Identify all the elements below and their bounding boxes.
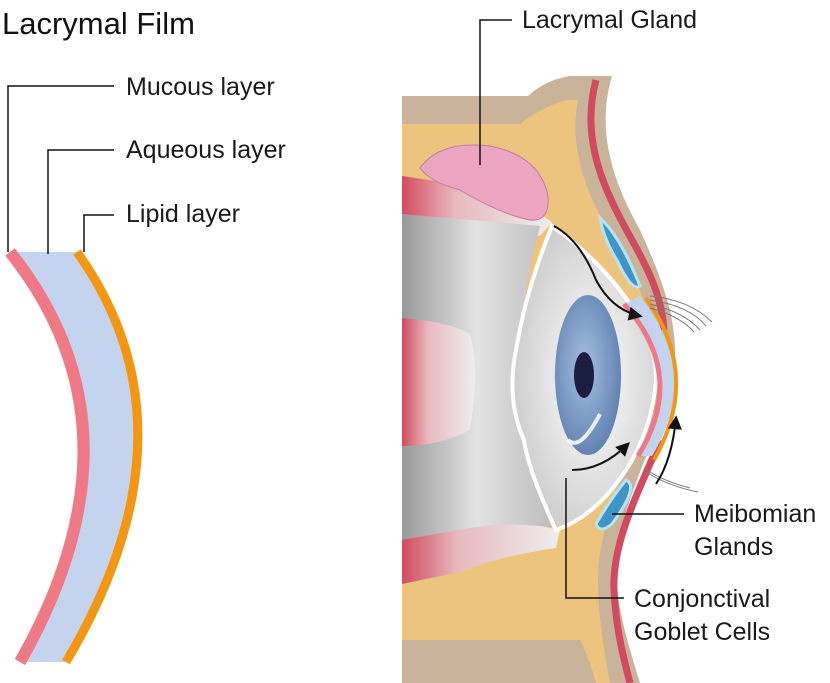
lipid-layer: [62, 249, 143, 665]
goblet-label-line1: Conjonctival: [634, 585, 770, 613]
lacrymal-gland-label: Lacrymal Gland: [522, 6, 697, 34]
cornea-aqueous: [624, 296, 675, 456]
pupil: [574, 352, 594, 398]
lipid-leader: [83, 214, 114, 252]
lower-meibomian-gland: [594, 478, 633, 531]
tear-flow-arrow-upper: [553, 225, 643, 321]
aqueous-leader: [47, 149, 114, 254]
meibomian-label-line2: Glands: [694, 533, 773, 561]
lacrymal-gland-leader: [479, 19, 512, 165]
cornea-mucous: [622, 302, 663, 458]
cheek-skin: [402, 640, 596, 683]
goblet-leader: [565, 478, 624, 599]
aqueous-layer-label: Aqueous layer: [126, 136, 286, 164]
meibomian-label-line1: Meibomian: [694, 500, 816, 528]
inferior-muscle: [402, 524, 560, 584]
tear-flow-arrow-lower: [571, 442, 630, 471]
tear-flow-arrow-meibomian: [655, 415, 682, 485]
optic-nerve: [402, 318, 475, 446]
mucous-leader: [7, 85, 114, 252]
iris-highlight: [566, 413, 602, 445]
eye-cross-section: [402, 76, 713, 683]
upper-meibomian-gland: [597, 213, 642, 289]
goblet-label-line2: Goblet Cells: [634, 618, 770, 646]
upper-lid-muscle: [587, 79, 668, 331]
diagram-title: Lacrymal Film: [2, 6, 195, 41]
eyelashes: [643, 295, 713, 493]
lipid-layer-label: Lipid layer: [126, 200, 240, 228]
film-layers: [5, 248, 143, 665]
lower-lid-muscle: [610, 438, 664, 683]
mucous-layer: [5, 248, 90, 665]
mucous-layer-label: Mucous layer: [126, 73, 275, 101]
optic-region: [402, 214, 552, 540]
aqueous-layer: [10, 252, 138, 662]
cornea-lipid: [644, 296, 679, 461]
